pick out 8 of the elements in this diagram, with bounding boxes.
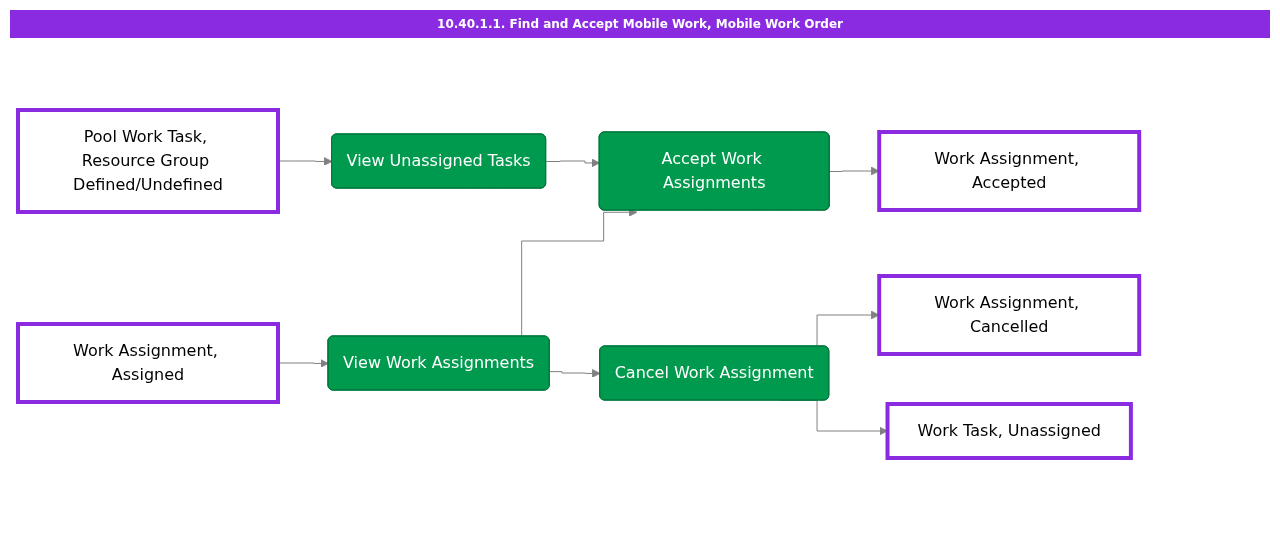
node-box: Work Task, Unassigned xyxy=(885,402,1133,460)
node-box: Work Assignment, Cancelled xyxy=(877,274,1142,356)
arrow xyxy=(549,369,601,378)
node-box: Work Assignment, Assigned xyxy=(16,322,280,404)
node-box: Pool Work Task, Resource Group Defined/Undefined xyxy=(16,108,280,214)
title-banner: 10.40.1.1. Find and Accept Mobile Work, Mobile Work Order xyxy=(10,10,1270,38)
arrow xyxy=(545,158,601,168)
node-box: Work Assignment, Accepted xyxy=(877,130,1142,212)
